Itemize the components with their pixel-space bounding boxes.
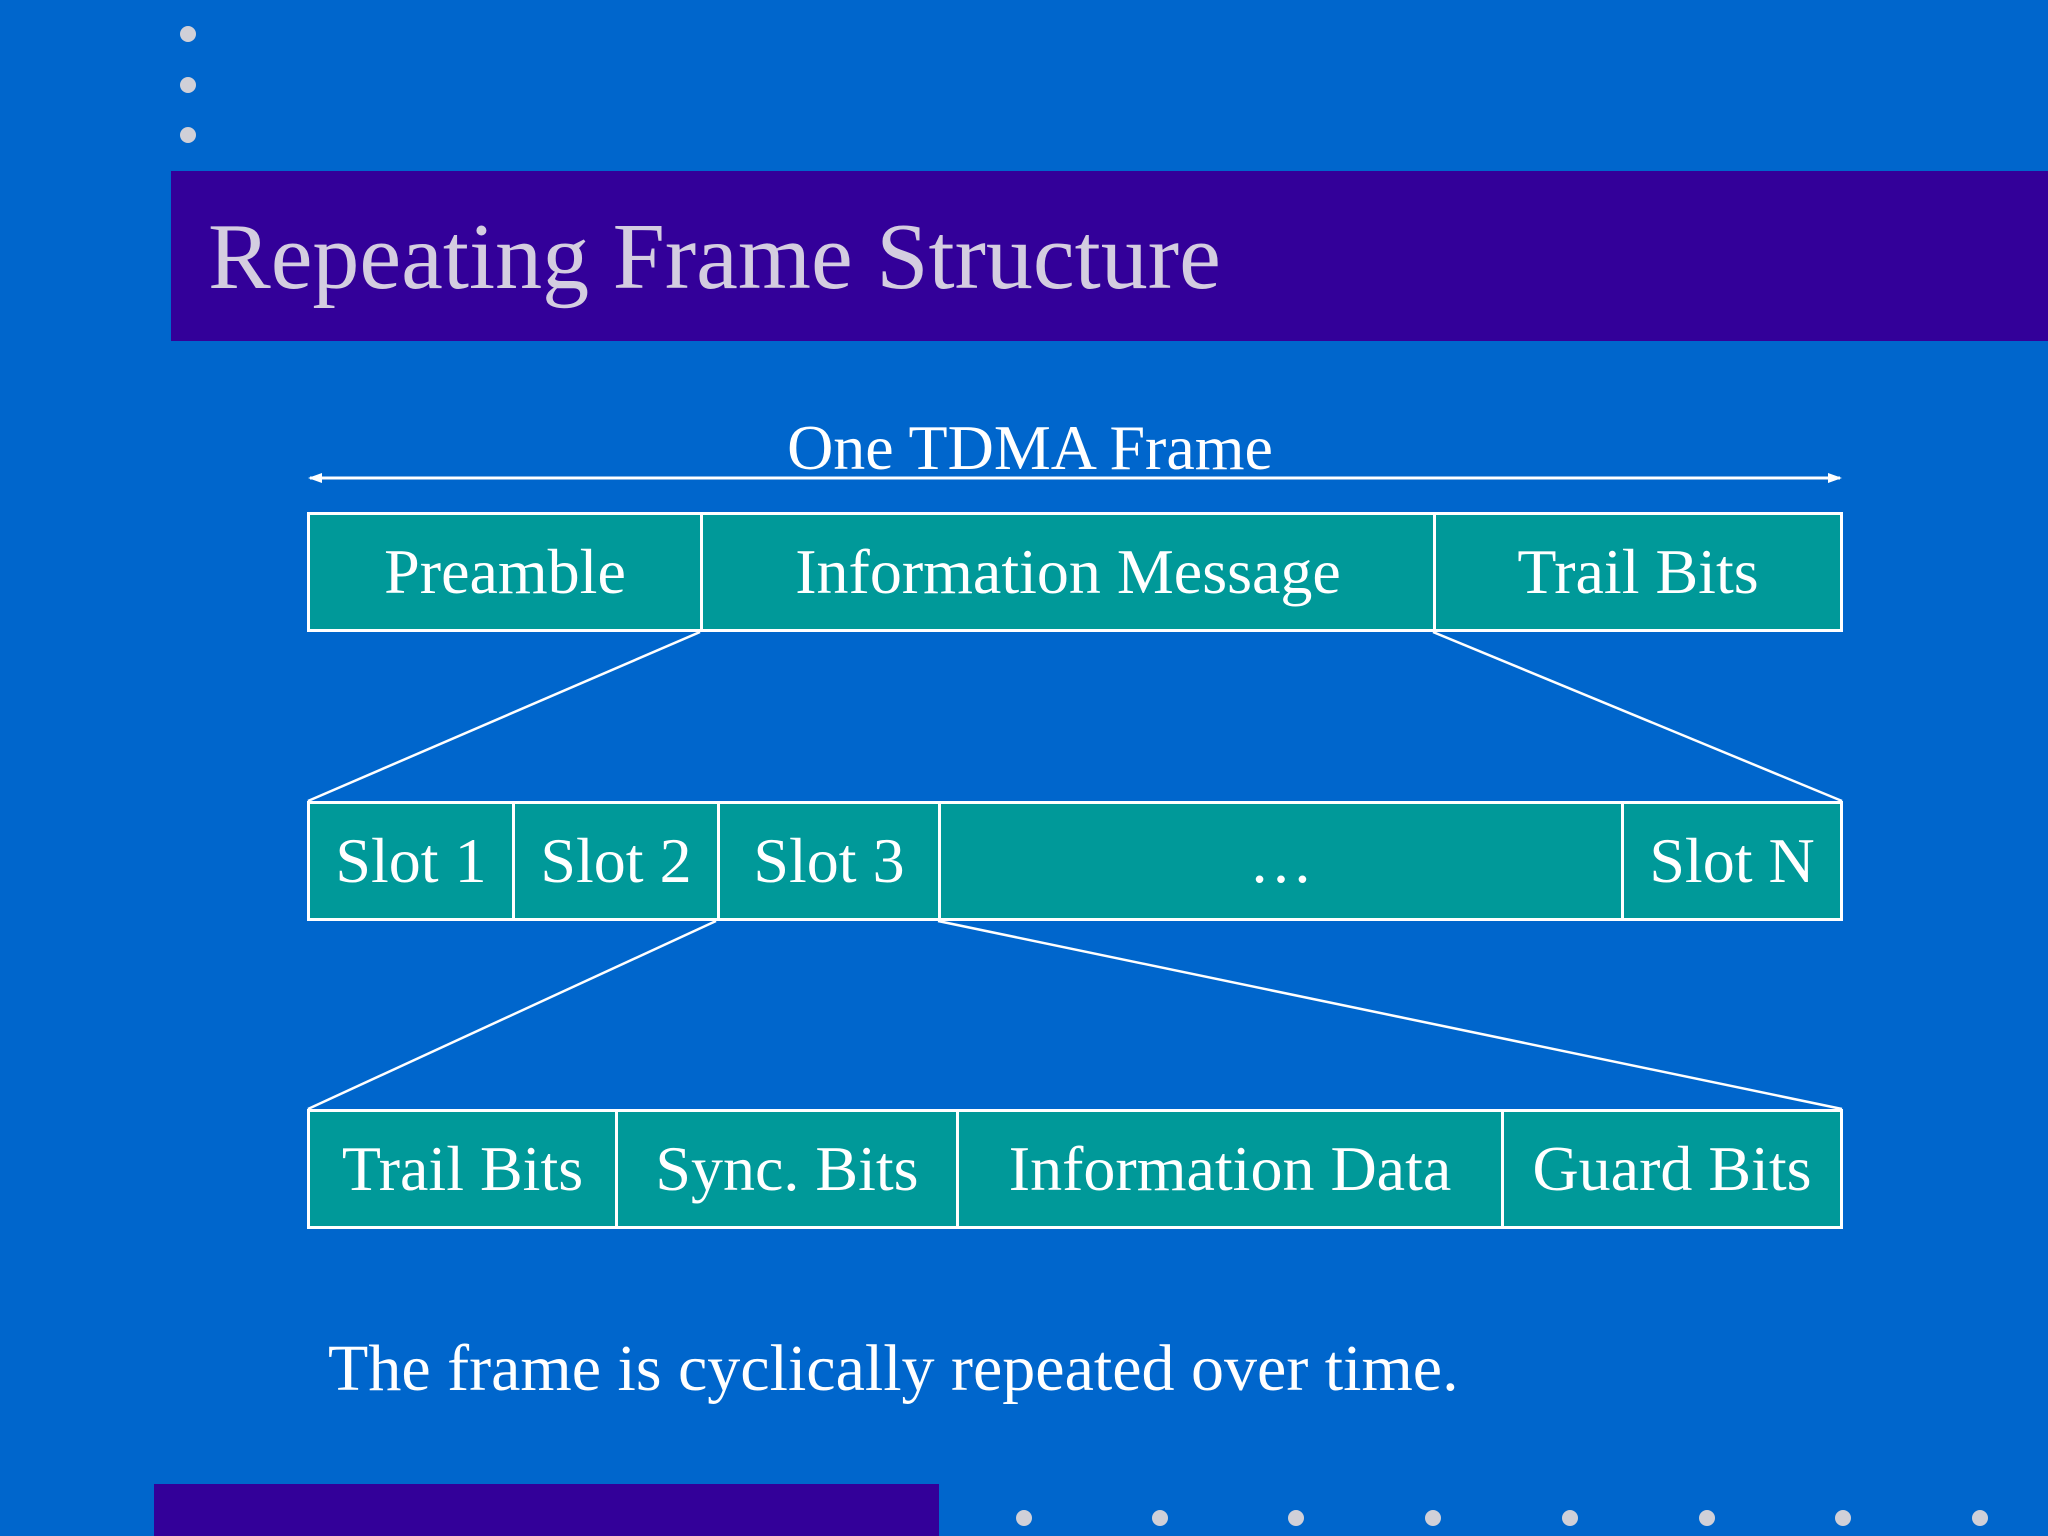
frame-field-information-message: Information Message (703, 515, 1436, 629)
frame-field-preamble: Preamble (310, 515, 703, 629)
frame-label: One TDMA Frame (787, 412, 1273, 483)
decor-dot (180, 26, 196, 42)
slot-row: Slot 1 Slot 2 Slot 3 … Slot N (307, 801, 1843, 921)
decor-dot (180, 77, 196, 93)
decor-dot (1562, 1510, 1578, 1526)
decor-dot (1425, 1510, 1441, 1526)
slot-field-guard-bits: Guard Bits (1532, 1133, 1812, 1204)
expand-line-right-1 (1432, 630, 1843, 803)
decor-dot (1972, 1510, 1988, 1526)
frame-field-trail-bits: Trail Bits (1517, 536, 1759, 607)
decor-dot (1288, 1510, 1304, 1526)
slide-title: Repeating Frame Structure (208, 205, 1221, 309)
slot-field-sync-bits: Sync. Bits (618, 1112, 959, 1226)
slot-n: Slot N (1649, 825, 1815, 896)
decor-dot (1835, 1510, 1851, 1526)
slot-field-row: Trail Bits Sync. Bits Information Data G… (307, 1109, 1843, 1229)
slot-field-trail-bits: Trail Bits (310, 1112, 618, 1226)
expand-line-left-1 (307, 630, 701, 803)
frame-row: Preamble Information Message Trail Bits (307, 512, 1843, 632)
bottom-band (154, 1484, 939, 1536)
slot-3: Slot 3 (720, 804, 941, 918)
slot-ellipsis: … (941, 804, 1624, 918)
decor-dot (1699, 1510, 1715, 1526)
slot-field-information-data: Information Data (959, 1112, 1504, 1226)
title-band (171, 171, 2048, 341)
slot-1: Slot 1 (310, 804, 515, 918)
decor-dot (1152, 1510, 1168, 1526)
slot-2: Slot 2 (515, 804, 720, 918)
expand-line-right-2 (937, 919, 1843, 1111)
expand-line-left-2 (307, 919, 717, 1111)
decor-dot (180, 127, 196, 143)
footer-caption: The frame is cyclically repeated over ti… (328, 1332, 1459, 1405)
decor-dot (1016, 1510, 1032, 1526)
